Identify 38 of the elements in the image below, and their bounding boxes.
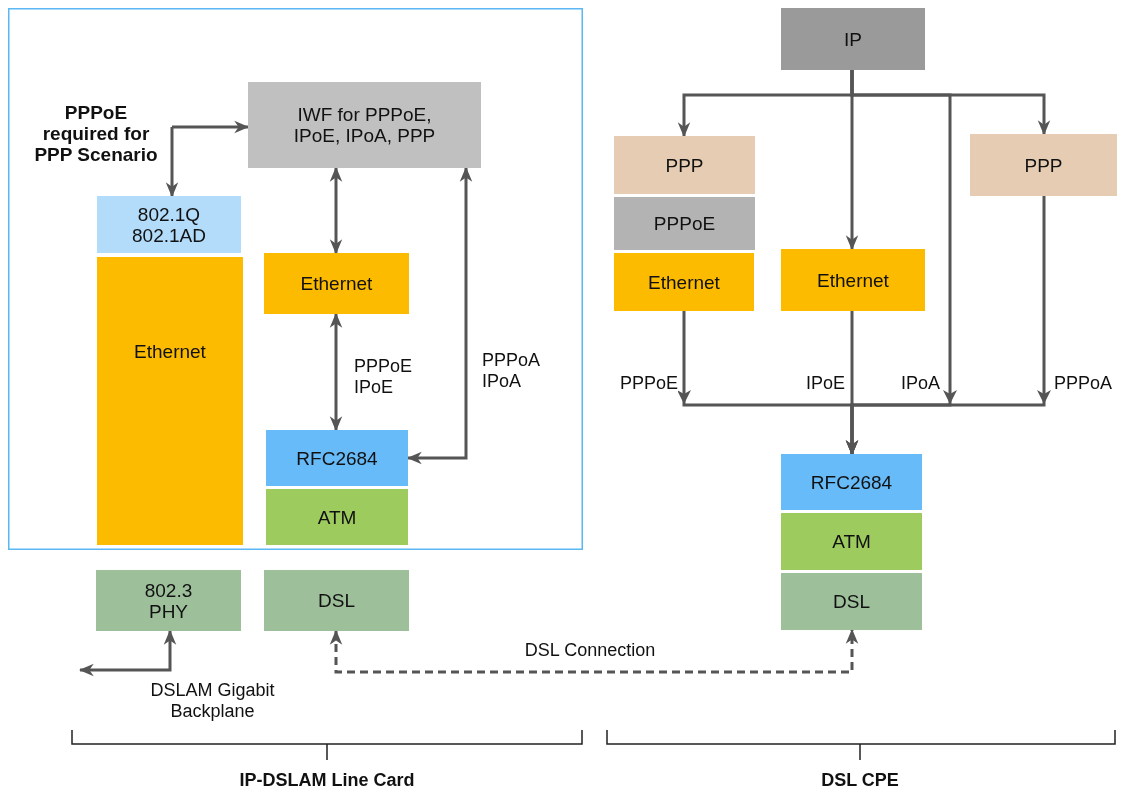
protocol-block <box>264 570 409 631</box>
protocol-block <box>97 257 243 545</box>
protocol-block <box>781 573 922 630</box>
block-label: 802.3 PHY <box>143 579 194 622</box>
protocol-block <box>96 570 241 631</box>
block-label: ATM <box>832 531 871 552</box>
block-label: Ethernet <box>648 271 720 293</box>
section-title: DSL CPE <box>821 770 899 791</box>
note-text: PPPoE required for PPP Scenario <box>33 101 159 165</box>
block-label: IP <box>844 28 862 50</box>
protocol-block <box>266 489 408 545</box>
block-label: IWF for PPPoE, IPoE, IPoA, PPP <box>292 104 437 146</box>
block-label: Ethernet <box>134 341 206 362</box>
protocol-block <box>614 136 755 194</box>
protocol-block <box>264 253 409 314</box>
protocol-block <box>614 197 755 250</box>
block-label: 802.1Q 802.1AD <box>131 203 207 246</box>
block-label: ATM <box>317 506 357 528</box>
protocol-block <box>781 249 925 311</box>
block-label: DSL <box>833 591 870 612</box>
block-label: DSL <box>318 590 355 611</box>
protocol-block <box>970 134 1117 196</box>
block-label: RFC2684 <box>296 447 378 469</box>
block-label: PPP <box>665 154 704 176</box>
block-label: RFC2684 <box>810 471 893 493</box>
protocol-block <box>248 82 481 168</box>
protocol-block <box>781 8 925 70</box>
card-frame <box>8 8 583 550</box>
protocol-block <box>97 196 241 253</box>
block-label: Ethernet <box>817 269 889 291</box>
protocol-block <box>781 454 922 510</box>
protocol-block <box>781 513 922 570</box>
section-title: IP-DSLAM Line Card <box>239 770 415 791</box>
protocol-block <box>266 430 408 486</box>
block-label: PPPoE <box>653 213 716 234</box>
protocol-block <box>614 253 754 311</box>
block-label: Ethernet <box>300 273 373 294</box>
block-label: PPP <box>1024 154 1063 176</box>
